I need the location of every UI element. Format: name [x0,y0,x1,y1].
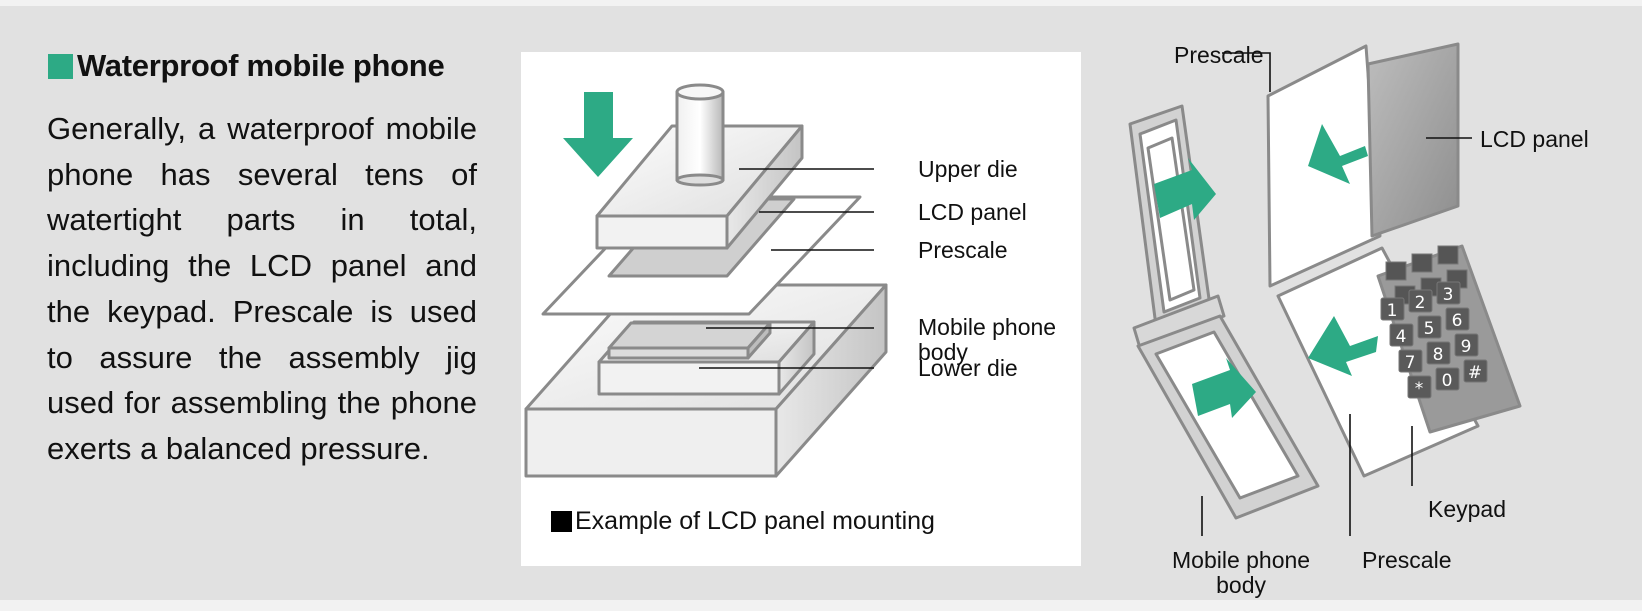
press-cylinder-top [675,83,725,101]
caption-text: Example of LCD panel mounting [575,507,935,535]
arrow-prescale-to-upper-icon [1154,158,1216,220]
section-heading: Waterproof mobile phone [48,48,445,84]
keypad-key-label: 4 [1396,327,1407,347]
phone-body-top [607,321,772,350]
label-keypad: Keypad [1428,496,1507,522]
label-mobile-phone-body: Mobile phone body [918,314,1057,365]
keypad-key [1417,315,1442,339]
lower-die-front [597,360,781,396]
keypad-key-label: 0 [1442,371,1453,391]
label-mobile-phone-body-right: Mobile phone body [1172,547,1311,598]
heading-text: Waterproof mobile phone [77,48,445,83]
caption-bullet-icon [551,511,572,532]
keypad-function-key [1411,253,1433,273]
keypad-function-key [1385,261,1407,281]
label-upper-die: Upper die [918,156,1018,182]
figure-caption: Example of LCD panel mounting [551,507,935,536]
arrow-lcd-to-prescale-icon [1308,124,1368,184]
label-lower-die: Lower die [918,355,1018,381]
arrow-prescale-to-lower-icon [1192,358,1256,418]
upper-die-front [595,214,729,250]
keypad-key [1408,289,1433,313]
keypad-key-label: 7 [1405,353,1416,373]
label-prescale-top: Prescale [1174,42,1264,68]
keypad-key [1454,333,1479,357]
keypad-key-label: * [1415,379,1424,399]
keypad-key-label: 5 [1424,319,1435,339]
press-cylinder-bottom [675,173,725,187]
label-lcd-panel: LCD panel [918,199,1027,225]
keypad-key [1398,349,1423,373]
lower-base-front [524,407,778,478]
heading-bullet-icon [48,53,73,79]
keypad-key-label: # [1468,363,1482,383]
keypad-key-label: 1 [1387,301,1398,321]
keypad-key [1380,297,1405,321]
phone-hinge [1132,294,1226,350]
label-lcd-panel-right: LCD panel [1480,126,1589,152]
label-prescale: Prescale [918,237,1008,263]
keypad-key [1463,359,1488,383]
keypad-key [1435,367,1460,391]
keypad-key [1436,281,1461,305]
keypad-key [1389,323,1414,347]
keypad-key [1426,341,1451,365]
keypad-key-label: 6 [1452,311,1463,331]
keypad-function-key [1437,245,1459,265]
press-cylinder-body [675,90,725,182]
label-prescale-bottom: Prescale [1362,547,1452,573]
phone-body-front [607,346,750,360]
keypad-key-label: 8 [1433,345,1444,365]
description-text: Generally, a waterproof mobile phone has… [47,111,477,466]
keypad-key [1445,307,1470,331]
keypad-key-label: 9 [1461,337,1472,357]
arrow-keypad-to-prescale-icon [1308,316,1378,376]
press-illustration [524,83,888,478]
keypad-key [1407,375,1432,399]
keypad-key-label: 2 [1415,293,1426,313]
lcd-mounting-figure: Upper die LCD panel Prescale Mobile phon… [521,52,1081,566]
lcd-panel-sheet [1366,42,1460,238]
keypad-key-label: 3 [1443,285,1454,305]
press-down-arrow-icon [563,92,633,177]
content-panel: Waterproof mobile phone Generally, a wat… [0,6,1642,600]
